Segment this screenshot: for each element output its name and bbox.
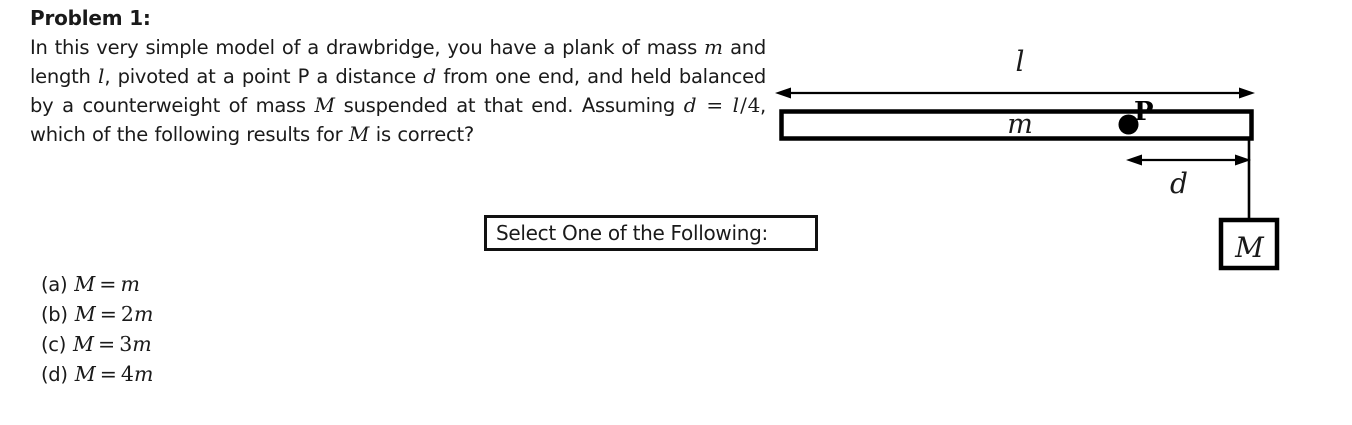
choice-equation-b: M=2m [75, 302, 154, 326]
choice-b-relation: = [99, 302, 117, 326]
counterweight-box [1218, 217, 1280, 271]
plank-mass-label: m [1007, 109, 1033, 140]
choice-tag-b: (b) [41, 303, 68, 326]
inline-math-symbol: d [683, 93, 697, 117]
choice-c-relation: = [98, 332, 116, 356]
inline-math-symbol: l [97, 64, 105, 88]
choice-c-coefficient: 3 [119, 332, 133, 356]
choice-a-relation: = [99, 272, 117, 296]
drawbridge-diagram: l m P d M [760, 38, 1320, 288]
choice-c-lhs: M [73, 332, 95, 356]
choice-b-coefficient: 2 [120, 302, 134, 326]
choice-d-coefficient: 4 [120, 362, 134, 386]
body-text-run: , pivoted at a point P a distance [104, 65, 424, 88]
choice-d-rhs: m [133, 362, 154, 386]
problem-statement: Problem 1: In this very simple model of … [30, 4, 766, 149]
choice-equation-c: M=3m [73, 332, 152, 356]
length-label: l [1016, 45, 1025, 78]
distance-label: d [1170, 167, 1188, 200]
problem-body: In this very simple model of a drawbridg… [30, 33, 766, 149]
select-one-box: Select One of the Following: [484, 215, 818, 251]
body-text-run: and length [30, 36, 767, 88]
inline-math-symbol: M [314, 93, 335, 117]
pivot-point-dot [1118, 114, 1139, 135]
inline-math-number: 4 [747, 93, 761, 117]
inline-math-operator: = [697, 93, 732, 117]
choice-d-lhs: M [74, 362, 96, 386]
choice-equation-a: M=m [74, 272, 140, 296]
choice-tag-a: (a) [41, 273, 68, 296]
body-text-run: is correct? [369, 123, 474, 146]
body-text-run: from one end, and held balanced by a cou… [30, 65, 766, 117]
body-text-run: suspended at that end. Assuming [335, 94, 684, 117]
inline-math-symbol: l [732, 93, 740, 117]
answer-choice-d[interactable]: (d) M=4m [41, 362, 371, 392]
pivot-point-label: P [1134, 97, 1154, 127]
choice-tag-c: (c) [41, 333, 67, 356]
choice-b-rhs: m [133, 302, 154, 326]
body-text-run: , which of the following results for [30, 94, 766, 146]
body-text-run: In this very simple model of a drawbridg… [30, 36, 705, 59]
counterweight-label: M [1234, 231, 1265, 264]
answer-choice-b[interactable]: (b) M=2m [41, 302, 371, 332]
select-one-label: Select One of the Following: [496, 221, 768, 245]
answer-choice-c[interactable]: (c) M=3m [41, 332, 371, 362]
choice-a-rhs: m [120, 272, 140, 296]
plank-body [779, 109, 1254, 141]
length-dimension-arrow [775, 87, 1255, 99]
answer-choice-a[interactable]: (a) M=m [41, 272, 371, 302]
inline-math-operator: / [740, 93, 747, 117]
inline-math-symbol: d [423, 64, 437, 88]
problem-title: Problem 1: [30, 6, 151, 30]
distance-dimension-arrow [1126, 154, 1251, 166]
choice-equation-d: M=4m [75, 362, 154, 386]
choice-a-lhs: M [74, 272, 96, 296]
inline-math-symbol: m [704, 35, 724, 59]
choice-d-relation: = [99, 362, 117, 386]
choice-b-lhs: M [74, 302, 96, 326]
choice-c-rhs: m [132, 332, 152, 356]
answer-choice-list: (a) M=m (b) M=2m (c) M=3m (d) M=4m [41, 272, 371, 392]
inline-math-symbol: M [348, 122, 370, 146]
choice-tag-d: (d) [41, 363, 68, 386]
